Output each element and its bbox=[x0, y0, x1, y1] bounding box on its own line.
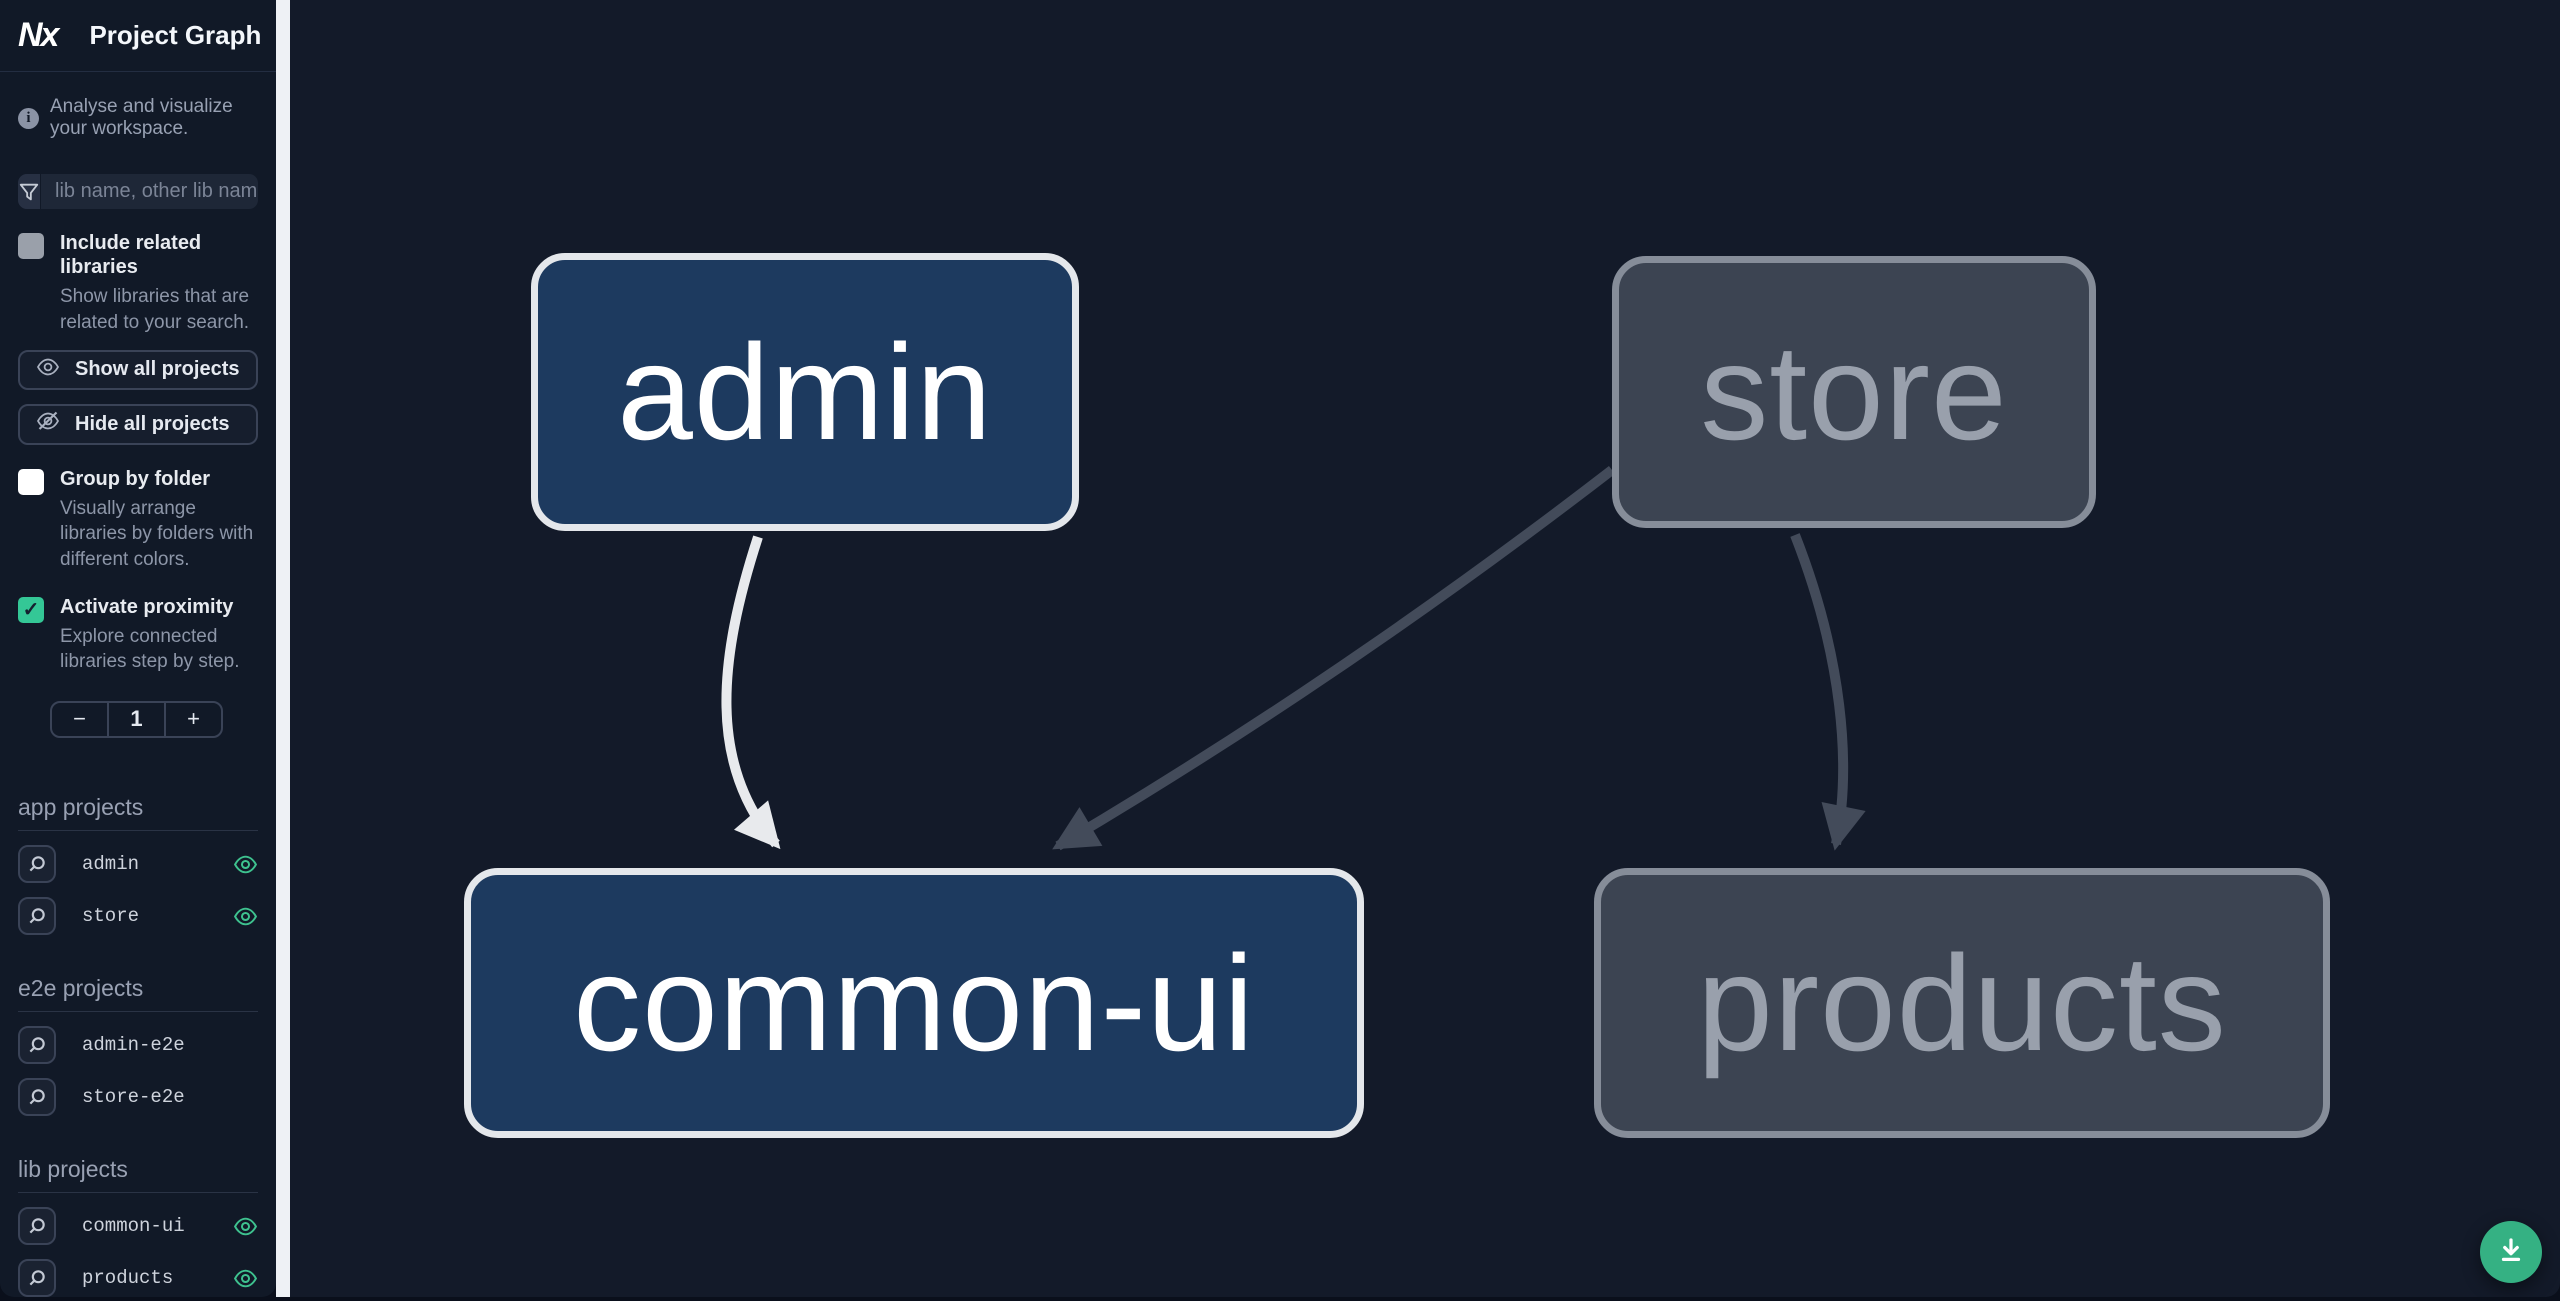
project-row-common-ui: common-ui bbox=[18, 1207, 258, 1245]
graph-canvas[interactable]: admin store common-ui products bbox=[290, 0, 2560, 1297]
edge-store-to-products bbox=[1790, 533, 1866, 851]
eye-visible-icon[interactable] bbox=[233, 1266, 258, 1291]
section-title: lib projects bbox=[18, 1156, 258, 1193]
info-icon: i bbox=[18, 107, 39, 129]
show-all-projects-label: Show all projects bbox=[75, 358, 240, 381]
activate-proximity-checkbox[interactable]: ✓ bbox=[18, 596, 44, 623]
focus-project-icon[interactable] bbox=[18, 845, 56, 883]
project-name: store bbox=[82, 905, 140, 927]
nx-logo: Nx bbox=[18, 16, 59, 55]
focus-project-icon[interactable] bbox=[18, 1026, 56, 1064]
stepper-increment-button[interactable]: + bbox=[164, 702, 221, 736]
bottom-scrollbar-track[interactable] bbox=[0, 1297, 2560, 1301]
option-include-related: Include related libraries Show libraries… bbox=[0, 209, 276, 335]
section-title: app projects bbox=[18, 794, 258, 831]
graph-node-common-ui[interactable]: common-ui bbox=[464, 868, 1364, 1138]
filter-funnel-icon bbox=[18, 174, 41, 210]
project-name: store-e2e bbox=[82, 1086, 185, 1108]
option-label: Group by folder bbox=[60, 467, 210, 490]
node-label: admin bbox=[617, 316, 993, 468]
graph-node-admin[interactable]: admin bbox=[531, 253, 1079, 531]
project-row-products: products bbox=[18, 1259, 258, 1297]
project-name: products bbox=[82, 1267, 174, 1289]
project-row-admin: admin bbox=[18, 845, 258, 883]
download-graph-button[interactable] bbox=[2480, 1221, 2542, 1283]
show-all-projects-button[interactable]: Show all projects bbox=[18, 349, 258, 391]
option-label: Include related libraries bbox=[60, 232, 202, 279]
dependency-edges bbox=[721, 466, 1866, 851]
option-description: Explore connected libraries step by step… bbox=[60, 625, 240, 673]
option-description: Show libraries that are related to your … bbox=[60, 286, 250, 333]
proximity-stepper: − 1 + bbox=[50, 700, 223, 738]
graph-node-products[interactable]: products bbox=[1594, 868, 2330, 1138]
focus-project-icon[interactable] bbox=[18, 1207, 56, 1245]
option-label: Activate proximity bbox=[60, 595, 234, 618]
project-row-store: store bbox=[18, 897, 258, 935]
focus-project-icon[interactable] bbox=[18, 897, 56, 935]
section-lib-projects: lib projects common-ui bbox=[0, 1156, 276, 1297]
edge-store-to-common-ui bbox=[1052, 466, 1616, 851]
sidebar: Nx Project Graph i Analyse and visualize… bbox=[0, 0, 316, 1297]
sidebar-resize-divider[interactable] bbox=[276, 0, 290, 1297]
edge-admin-to-common-ui bbox=[721, 535, 781, 850]
graph-node-store[interactable]: store bbox=[1612, 256, 2096, 528]
node-label: common-ui bbox=[573, 927, 1255, 1079]
eye-visible-icon[interactable] bbox=[233, 852, 258, 877]
eye-icon bbox=[36, 355, 60, 385]
download-icon bbox=[2496, 1235, 2526, 1270]
stepper-decrement-button[interactable]: − bbox=[73, 706, 86, 732]
app-title: Project Graph bbox=[89, 20, 262, 51]
project-name: admin bbox=[82, 853, 140, 875]
project-name: common-ui bbox=[82, 1215, 185, 1237]
intro-text: Analyse and visualize your workspace. bbox=[50, 96, 233, 140]
hide-all-projects-button[interactable]: Hide all projects bbox=[18, 404, 258, 445]
hide-all-projects-label: Hide all projects bbox=[75, 412, 230, 435]
intro-row: i Analyse and visualize your workspace. bbox=[0, 72, 276, 150]
eye-visible-icon[interactable] bbox=[233, 1214, 258, 1239]
eye-off-icon bbox=[36, 409, 60, 439]
project-row-admin-e2e: admin-e2e bbox=[18, 1026, 258, 1064]
node-label: store bbox=[1700, 316, 2008, 468]
option-activate-proximity: ✓ Activate proximity Explore connected l… bbox=[0, 573, 276, 675]
focus-project-icon[interactable] bbox=[18, 1259, 56, 1297]
group-by-folder-checkbox[interactable] bbox=[18, 468, 44, 495]
option-description: Visually arrange libraries by folders wi… bbox=[60, 497, 254, 570]
option-group-by-folder: Group by folder Visually arrange librari… bbox=[0, 445, 276, 573]
include-related-checkbox[interactable] bbox=[18, 233, 44, 260]
section-e2e-projects: e2e projects admin-e2e store-e2e bbox=[0, 975, 276, 1116]
sidebar-header: Nx Project Graph bbox=[0, 0, 316, 73]
section-app-projects: app projects admin bbox=[0, 794, 276, 935]
project-row-store-e2e: store-e2e bbox=[18, 1078, 258, 1116]
eye-visible-icon[interactable] bbox=[233, 904, 258, 929]
node-label: products bbox=[1697, 927, 2227, 1079]
search-input[interactable] bbox=[41, 174, 258, 210]
project-name: admin-e2e bbox=[82, 1034, 185, 1056]
section-title: e2e projects bbox=[18, 975, 258, 1012]
focus-project-icon[interactable] bbox=[18, 1078, 56, 1116]
search-box bbox=[18, 174, 258, 210]
stepper-value: 1 bbox=[107, 702, 164, 736]
